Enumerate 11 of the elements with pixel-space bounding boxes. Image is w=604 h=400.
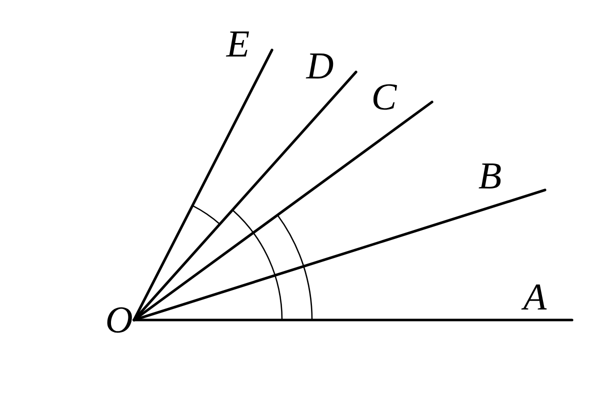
ray [132,70,358,322]
ray [132,318,574,322]
ray [132,100,434,322]
point-label: B [478,164,501,188]
point-label: A [521,284,547,310]
point-label: E [226,32,249,56]
ray [132,188,546,322]
point-label: O [107,307,132,333]
point-label: C [373,84,398,110]
point-label: D [306,54,334,78]
ray [132,48,274,322]
